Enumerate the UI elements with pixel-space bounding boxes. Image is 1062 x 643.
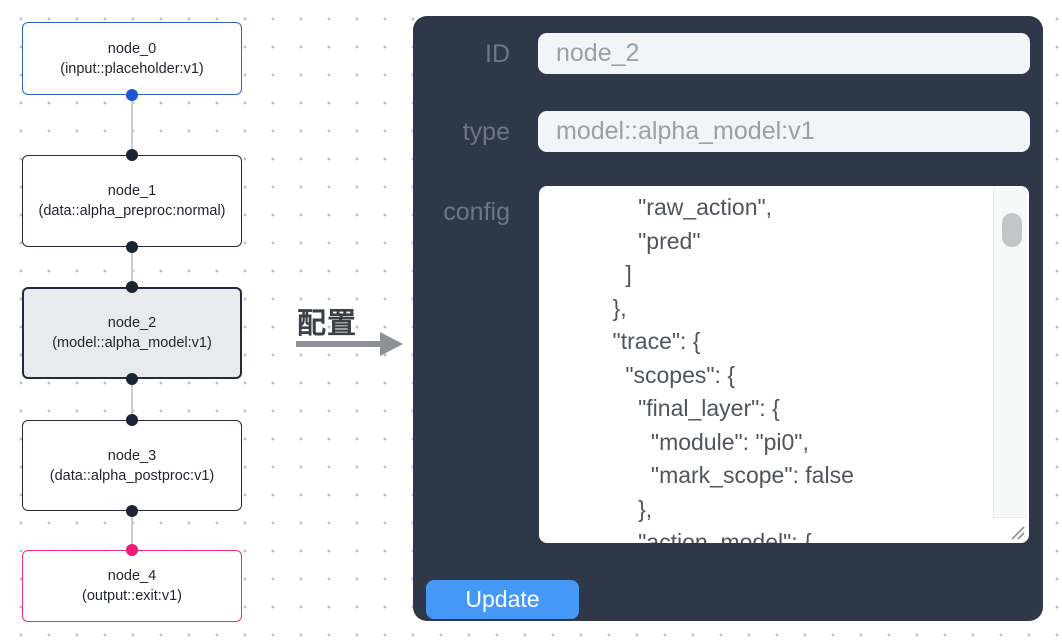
node-node_1[interactable]: node_1 (data::alpha_preproc:normal)	[22, 155, 242, 247]
node-name: node_4	[107, 568, 157, 584]
right-arrow-head-icon	[380, 332, 403, 356]
type-field-label: type	[462, 118, 510, 146]
node-name: node_3	[107, 447, 157, 464]
type-input[interactable]	[538, 111, 1030, 152]
port-out-node_1[interactable]	[126, 241, 138, 253]
config-annotation-label: 配置	[297, 308, 358, 340]
port-out-node_3[interactable]	[126, 505, 138, 517]
id-field-label: ID	[485, 40, 510, 68]
node-type-label: (output::exit:v1)	[82, 588, 182, 604]
node-name: node_0	[107, 40, 157, 57]
node-node_3[interactable]: node_3 (data::alpha_postproc:v1)	[22, 420, 242, 511]
node-node_0[interactable]: node_0 (input::placeholder:v1)	[22, 22, 242, 95]
node-config-panel: ID type config "raw_action", "pred" ] },…	[413, 16, 1043, 621]
resize-handle-icon[interactable]	[1009, 524, 1025, 540]
port-in-node_1[interactable]	[126, 149, 138, 161]
edge-node1-node2	[131, 247, 133, 287]
config-textarea[interactable]: "raw_action", "pred" ] }, "trace": { "sc…	[539, 186, 1029, 543]
config-scrollbar-thumb[interactable]	[1002, 213, 1022, 247]
node-node_2[interactable]: node_2 (model::alpha_model:v1)	[22, 287, 242, 379]
node-node_4[interactable]: node_4 (output::exit:v1)	[22, 550, 242, 622]
edge-node3-node4	[131, 511, 133, 550]
node-type-label: (model::alpha_model:v1)	[52, 335, 212, 351]
right-arrow-icon	[296, 341, 381, 347]
config-field-label: config	[443, 198, 510, 226]
port-in-node_2[interactable]	[126, 281, 138, 293]
edge-node2-node3	[131, 379, 133, 420]
port-out-node_0[interactable]	[126, 89, 138, 101]
port-in-node_4[interactable]	[126, 544, 138, 556]
port-in-node_3[interactable]	[126, 414, 138, 426]
node-name: node_2	[107, 315, 157, 331]
config-json-text: "raw_action", "pred" ] }, "trace": { "sc…	[612, 194, 854, 543]
port-out-node_2[interactable]	[126, 373, 138, 385]
node-name: node_1	[107, 183, 157, 199]
edge-node0-node1	[131, 95, 133, 155]
node-type-label: (data::alpha_preproc:normal)	[38, 203, 226, 219]
node-type-label: (input::placeholder:v1)	[60, 60, 204, 77]
node-type-label: (data::alpha_postproc:v1)	[49, 467, 215, 484]
update-button[interactable]: Update	[426, 580, 579, 619]
id-input[interactable]	[538, 33, 1030, 74]
